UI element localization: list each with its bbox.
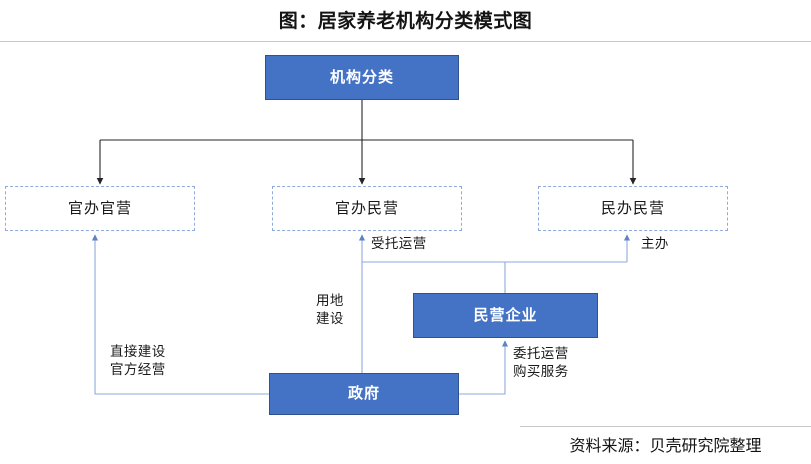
node-label: 政府 (347, 385, 380, 402)
edge-label-entrusted-operation: 受托运营 (371, 236, 427, 251)
edge-label-host: 主办 (641, 236, 669, 251)
node-label: 官办民营 (334, 199, 399, 217)
node-government[interactable]: 政府 (269, 373, 459, 415)
source-note: 资料来源：贝壳研究院整理 (569, 438, 762, 455)
node-government-run-government-operated[interactable]: 官办官营 (5, 186, 195, 231)
node-private-enterprise[interactable]: 民营企业 (413, 293, 598, 338)
node-label: 民办民营 (600, 199, 665, 217)
node-label: 民营企业 (473, 306, 538, 324)
node-institution-classification[interactable]: 机构分类 (265, 55, 459, 100)
node-government-run-privately-operated[interactable]: 官办民营 (272, 186, 462, 231)
node-privately-run-privately-operated[interactable]: 民办民营 (538, 186, 728, 231)
edge-label-land-construction: 用地 建设 (316, 293, 344, 326)
edge-root-tree (96, 100, 637, 185)
edge-label-commissioned-purchase: 委托运营 购买服务 (513, 346, 569, 379)
node-label: 官办官营 (67, 199, 132, 217)
page-title: 图：居家养老机构分类模式图 (278, 11, 533, 32)
source-divider (520, 426, 811, 427)
edge-government-to-enterprise (459, 340, 509, 395)
edge-label-direct-build-official-operate: 直接建设 官方经营 (110, 344, 166, 377)
title-divider (0, 41, 811, 42)
node-label: 机构分类 (329, 68, 394, 86)
